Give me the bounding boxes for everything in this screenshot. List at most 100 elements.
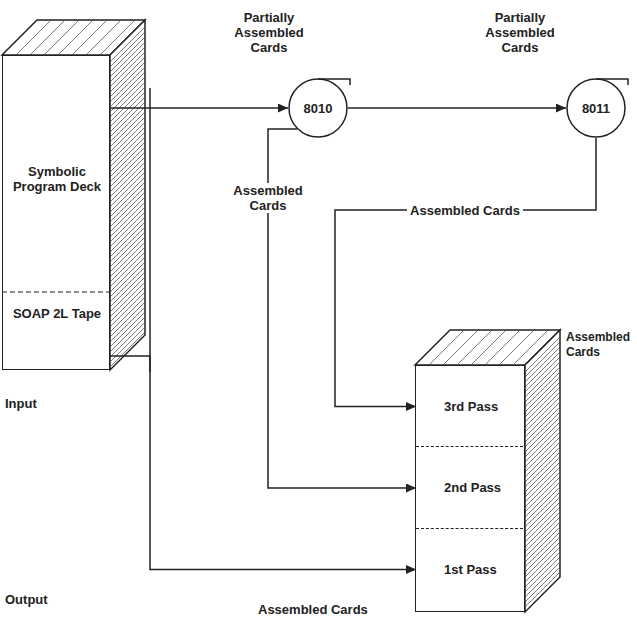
card-edge-line	[110, 142, 145, 177]
card-edge-line	[525, 542, 560, 577]
card-edge-line	[513, 330, 548, 365]
deck-side	[110, 20, 145, 370]
pass-band: 3rd Pass	[416, 366, 523, 447]
card-edge-line	[110, 267, 145, 302]
flow-label: Partially Assembled Cards	[224, 10, 314, 55]
card-edge-line	[110, 47, 145, 82]
card-edge-line	[525, 402, 560, 437]
card-edge-line	[525, 362, 560, 397]
reader-bar	[149, 88, 151, 372]
caption-label: Output	[5, 592, 48, 607]
card-edge-line	[525, 522, 560, 557]
card-edge-line	[110, 322, 145, 357]
card-edge-line	[525, 437, 560, 472]
card-edge-line	[110, 237, 145, 272]
card-edge-line	[525, 472, 560, 507]
flow-arrow	[335, 138, 596, 407]
card-edge-line	[110, 207, 145, 242]
pass-label: 3rd Pass	[444, 399, 498, 414]
card-edge-line	[525, 452, 560, 487]
card-edge-line	[110, 77, 145, 112]
card-edge-line	[110, 317, 145, 352]
card-edge-line	[110, 167, 145, 202]
card-edge-line	[110, 132, 145, 167]
card-edge-line	[110, 57, 145, 92]
card-edge-line	[525, 447, 560, 482]
flow-arrow	[110, 356, 416, 570]
card-edge-line	[110, 97, 145, 132]
flow-arrow	[110, 107, 288, 109]
flow-arrow	[268, 129, 416, 488]
card-edge-line	[100, 20, 135, 55]
card-edge-line	[110, 287, 145, 322]
card-edge-line	[110, 202, 145, 237]
flow-label: Assembled Cards	[225, 183, 311, 213]
deck-label: Assembled Cards	[566, 330, 636, 360]
card-edge-line	[110, 277, 145, 312]
card-edge-line	[525, 367, 560, 402]
caption-label: Assembled Cards	[258, 602, 368, 617]
card-edge-line	[525, 537, 560, 572]
card-edge-line	[110, 32, 145, 67]
card-edge-line	[525, 487, 560, 522]
card-edge-line	[525, 527, 560, 562]
deck-side	[525, 330, 560, 612]
card-edge-line	[110, 262, 145, 297]
card-edge-line	[525, 387, 560, 422]
card-edge-line	[110, 302, 145, 337]
card-edge-line	[110, 182, 145, 217]
card-edge-line	[110, 232, 145, 267]
card-edge-line	[525, 397, 560, 432]
card-edge-line	[525, 422, 560, 457]
card-edge-line	[525, 342, 560, 377]
card-edge-line	[525, 382, 560, 417]
card-edge-line	[457, 330, 492, 365]
card-edge-line	[525, 477, 560, 512]
card-edge-line	[110, 217, 145, 252]
card-edge-line	[110, 312, 145, 347]
tape-unit: 8011	[566, 78, 626, 138]
card-edge-line	[110, 242, 145, 277]
card-edge-line	[110, 187, 145, 222]
card-edge-line	[525, 517, 560, 552]
card-edge-line	[443, 330, 478, 365]
pass-label: 1st Pass	[444, 562, 497, 577]
pass-label: 2nd Pass	[444, 480, 501, 495]
card-edge-line	[525, 427, 560, 462]
card-edge-line	[110, 297, 145, 332]
card-edge-line	[110, 307, 145, 342]
card-edge-line	[525, 372, 560, 407]
card-edge-line	[525, 347, 560, 382]
card-edge-line	[525, 377, 560, 412]
flow-label: Partially Assembled Cards	[475, 10, 565, 55]
card-edge-line	[110, 252, 145, 287]
deck-label: SOAP 2L Tape	[7, 306, 107, 321]
dashed-divider	[2, 291, 110, 292]
card-edge-line	[110, 147, 145, 182]
card-edge-line	[44, 20, 79, 55]
unit-number: 8010	[304, 101, 333, 116]
card-edge-line	[525, 467, 560, 502]
card-edge-line	[110, 222, 145, 257]
card-deck: Symbolic Program DeckSOAP 2L Tape	[2, 55, 110, 370]
card-edge-line	[110, 42, 145, 77]
card-edge-line	[110, 162, 145, 197]
card-edge-line	[525, 352, 560, 387]
card-edge-line	[471, 330, 506, 365]
flow-label: Assembled Cards	[407, 203, 523, 218]
card-edge-line	[110, 52, 145, 87]
card-edge-line	[110, 212, 145, 247]
card-edge-line	[525, 507, 560, 542]
card-edge-line	[525, 547, 560, 582]
caption-label: Input	[5, 396, 37, 411]
card-edge-line	[525, 572, 560, 607]
card-edge-line	[525, 557, 560, 592]
card-edge-line	[525, 417, 560, 452]
card-edge-line	[110, 292, 145, 327]
card-edge-line	[110, 62, 145, 97]
card-edge-line	[429, 330, 464, 365]
card-edge-line	[525, 512, 560, 547]
card-edge-line	[110, 67, 145, 102]
card-deck: Assembled Cards3rd Pass2nd Pass1st Pass	[415, 365, 525, 612]
pass-band: 1st Pass	[416, 529, 523, 610]
